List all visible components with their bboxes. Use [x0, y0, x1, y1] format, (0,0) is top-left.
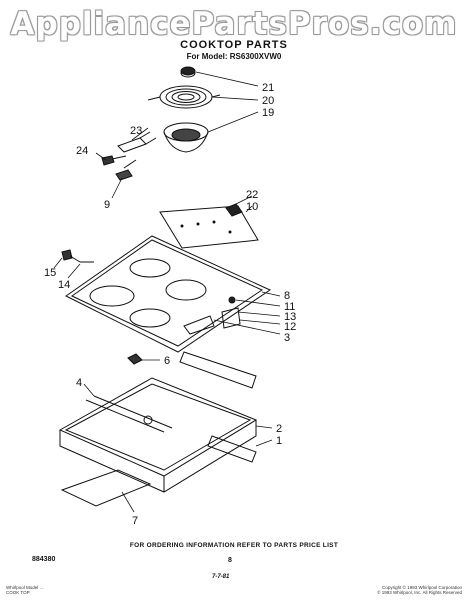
small-hardware — [183, 296, 241, 335]
callout-15: 15 — [44, 267, 56, 279]
callout-8: 8 — [284, 290, 290, 302]
callout-20: 20 — [262, 95, 274, 107]
callout-2: 2 — [276, 423, 282, 435]
footer-left-notes: Whirlpool Model ... COOK TOP — [6, 585, 43, 595]
model-line: For Model: RS6300XVW0 — [186, 52, 282, 61]
callout-21: 21 — [262, 82, 274, 94]
receptacle-parts — [101, 131, 157, 181]
callout-24: 24 — [76, 145, 88, 157]
diagram-code: 884380 — [32, 556, 56, 563]
callout-6: 6 — [164, 355, 170, 367]
callout-19: 19 — [262, 107, 274, 119]
footer-right-line-1: Copyright © 1993 Whirlpool Corporation — [382, 585, 462, 590]
bracket — [179, 351, 257, 389]
footer-left-line-1: Whirlpool Model ... — [6, 585, 44, 590]
callout-12: 12 — [284, 321, 296, 333]
callout-3: 3 — [284, 332, 290, 344]
page-number: 8 — [228, 557, 232, 564]
callout-11: 11 — [284, 301, 295, 313]
callout-14: 14 — [58, 279, 70, 291]
trim-piece — [60, 469, 152, 507]
footer-left-line-2: COOK TOP — [6, 590, 30, 595]
callout-7: 7 — [132, 515, 138, 527]
surface-element-assembly — [147, 66, 221, 153]
control-panel — [159, 203, 259, 249]
callout-23: 23 — [130, 125, 142, 137]
callout-4: 4 — [76, 377, 82, 389]
ordering-info: FOR ORDERING INFORMATION REFER TO PARTS … — [129, 542, 339, 549]
callout-1: 1 — [276, 435, 282, 447]
cooktop-top — [61, 235, 272, 353]
burner-box — [58, 377, 258, 493]
callout-10: 10 — [246, 201, 258, 213]
callout-22: 22 — [246, 189, 258, 201]
callout-13: 13 — [284, 311, 296, 323]
nut — [127, 353, 143, 365]
footer-right-notes: Copyright © 1993 Whirlpool Corporation ©… — [377, 585, 462, 595]
support-rail — [207, 435, 257, 463]
callout-9: 9 — [104, 199, 110, 211]
revision-mark: 7-7-81 — [212, 574, 230, 580]
footer-right-line-2: © 1993 Whirlpool, Inc. All Rights Reserv… — [377, 590, 462, 595]
watermark-logo: AppliancePartsPros.com — [10, 6, 458, 42]
page-title: COOKTOP PARTS — [180, 39, 288, 51]
